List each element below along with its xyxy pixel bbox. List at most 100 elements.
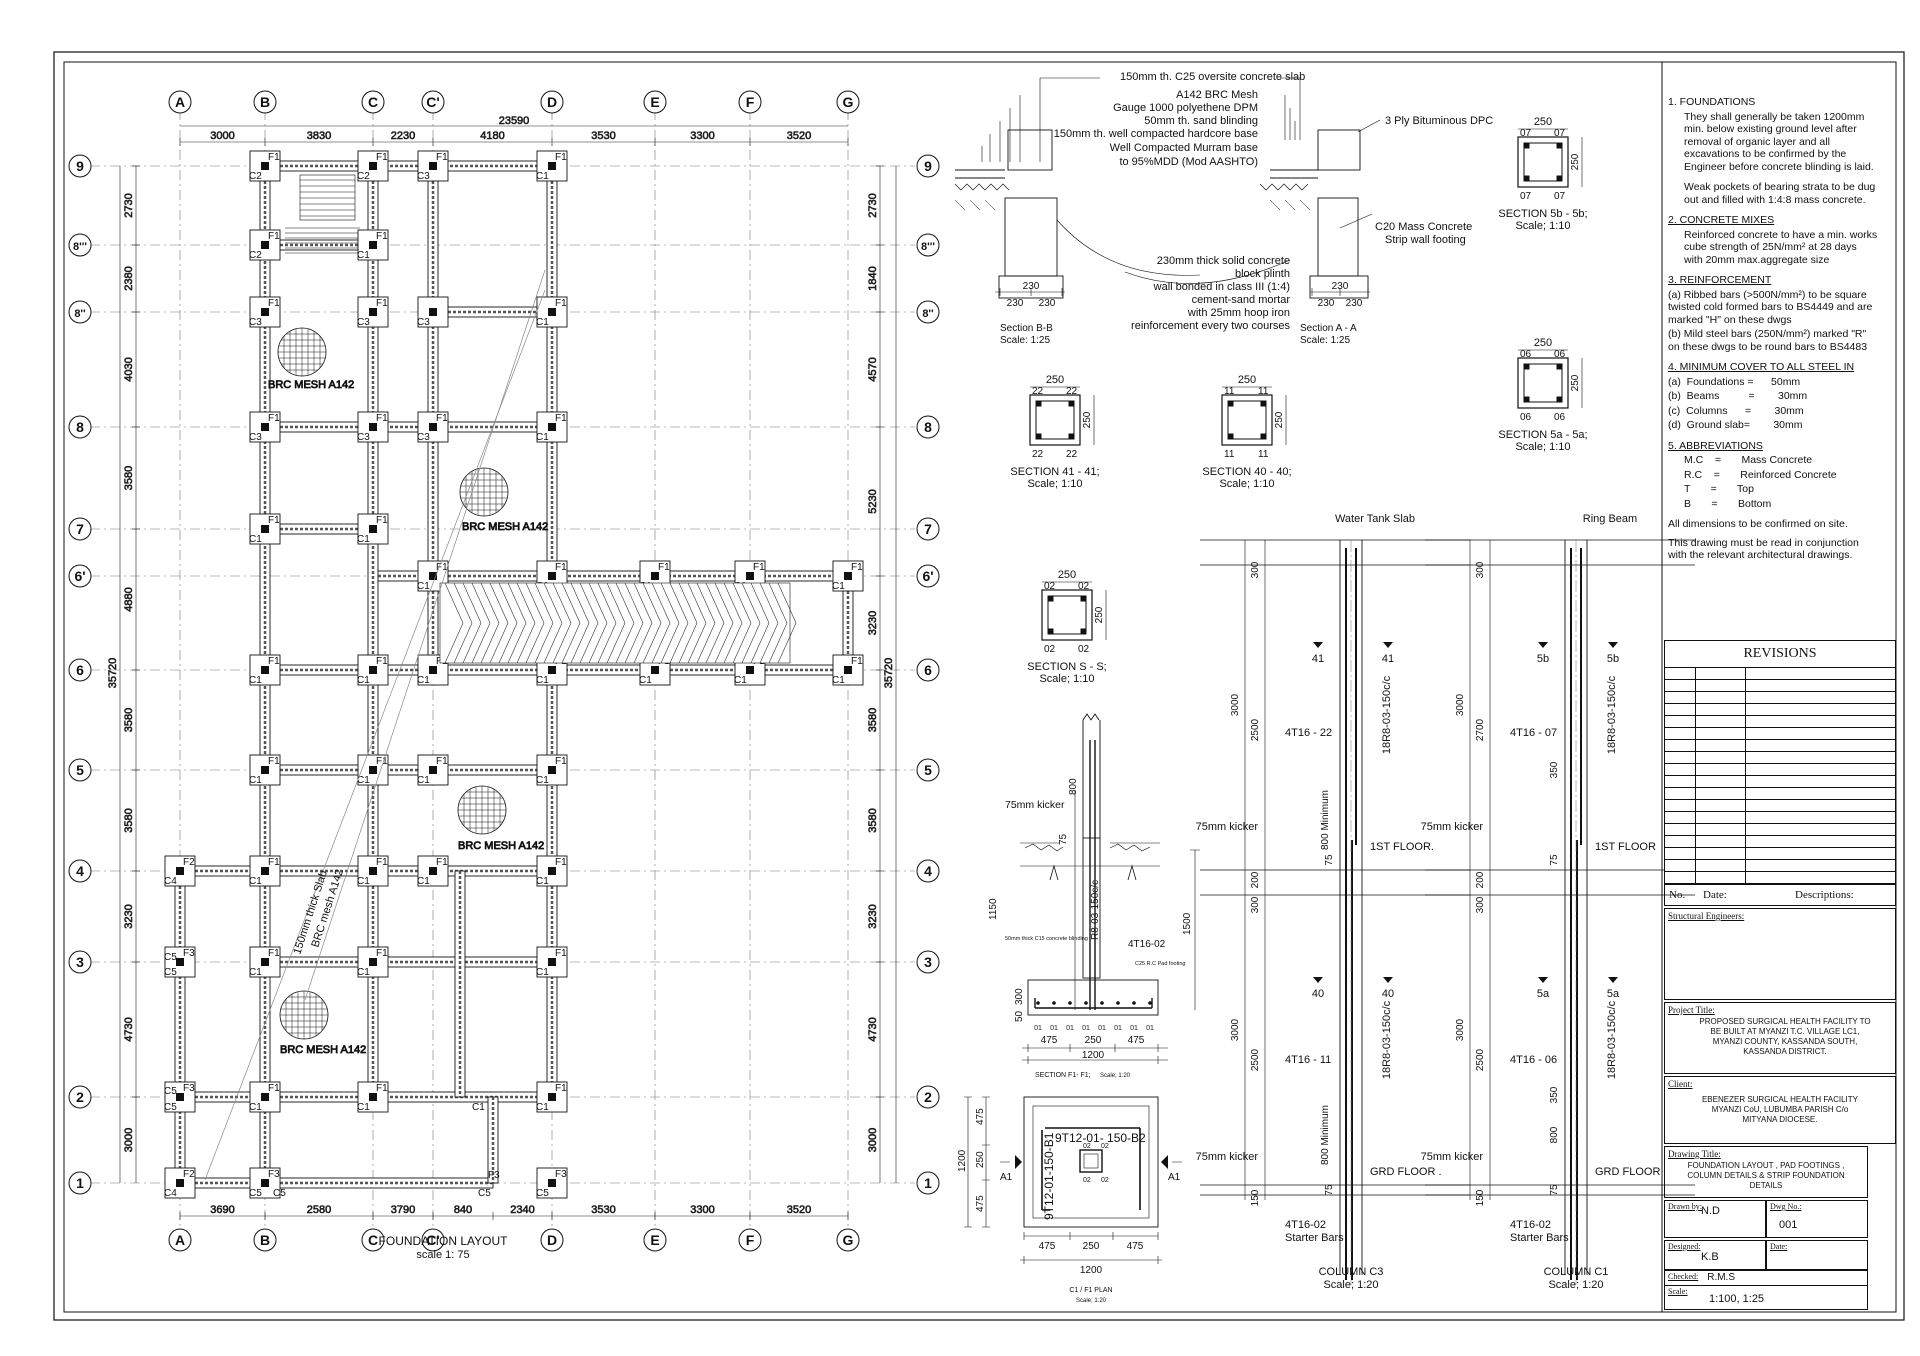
column-mark [548,666,556,674]
footing-mark: F1 [376,948,388,959]
grid-bubble [421,90,445,114]
column-mark-label: C5 [164,1086,177,1097]
drawing-title-label: Drawing Title: [1668,1149,1721,1159]
column-mark-label: C1 [832,675,845,686]
dim-text: 3830 [307,130,331,142]
note-text: R.C = Reinforced Concrete [1684,468,1837,481]
bar-callout: 4T16 - 11 [1285,1054,1331,1066]
client-box: Client: EBENEZER SURGICAL HEALTH FACILIT… [1664,1076,1896,1144]
strip-note: to 95%MDD (Mod AASHTO) [1119,156,1258,168]
column-mark [429,308,437,316]
dwg-no-box: Dwg No.: 001 [1766,1200,1868,1238]
blinding-note: 50mm thick C15 concrete blinding [1005,936,1088,942]
dim-text: 3000 [1230,1018,1241,1041]
grid-number: 4 [76,863,84,879]
bar-callout: 4T16 - 07 [1510,727,1557,739]
dim-text: 4730 [123,1017,135,1041]
column-mark [548,572,556,580]
dim-text: 5230 [867,489,879,513]
column-elevation: 3003000250020030030002500150757518R8-03-… [1196,513,1470,1291]
checked-label: Checked: [1668,1272,1699,1281]
column-mark-label: C4 [164,876,177,887]
designed-value: K.B [1701,1251,1719,1263]
section-arrow [1313,642,1323,648]
brc-mesh-symbol [459,467,509,517]
project-title: PROPOSED SURGICAL HEALTH FACILITY TO BE … [1699,1017,1871,1056]
footing-mark: F1 [851,562,863,573]
bar-mark: 01 [1066,1025,1074,1032]
column-mark [369,766,377,774]
dim-text: 300 [1475,896,1486,913]
footing-mark: F1 [851,656,863,667]
ramp-hatch [588,582,608,664]
link-outline [1523,363,1563,403]
column-mark [176,1093,184,1101]
designed-box: Designed: K.B [1664,1240,1766,1270]
note-text: (a) Ribbed bars (>500N/mm²) to be square… [1668,288,1873,326]
grid-number: 3 [924,954,932,970]
grid-letter: C' [426,94,439,110]
mesh-label: BRC MESH A142 [280,1044,366,1056]
column-mark-label: C1 [357,967,370,978]
grid-bubble [916,758,940,782]
grid-letter: C [368,1232,378,1248]
dim-text: 3230 [123,904,135,928]
section-marker: 40 [1312,988,1324,1000]
ramp-hatch [714,582,734,664]
bar [1524,364,1530,370]
column-mark [369,241,377,249]
dim-text: 200 [1250,871,1261,888]
column-mark-label: C1 [357,250,370,261]
floor-label: 1ST FLOOR. [1370,841,1434,853]
scale-box: Checked: R.M.S Scale: 1:100, 1:25 [1664,1270,1868,1310]
pad-footing-plan [964,1096,1182,1264]
bar-mark: 02 [1044,581,1056,592]
grid-bubble [916,517,940,541]
dim-text: 250 [1274,411,1285,428]
column-mark [651,666,659,674]
link-callout: R8-03-150c/c [1090,880,1101,940]
note-text: (b) Mild steel bars (250N/mm²) marked "R… [1668,328,1868,353]
footing-mark: F1 [555,857,567,868]
grid-number: 7 [924,521,932,537]
section-arrow [1383,642,1393,648]
bar-dot [1132,1001,1136,1005]
link-outline [1047,595,1087,635]
checked-value: R.M.S [1707,1272,1735,1283]
pad-footing-section [1020,713,1200,1064]
kicker-label: 75mm kicker [1196,821,1259,833]
dim-text: 2340 [510,1204,534,1216]
bar [1080,596,1086,602]
column-mark-label: C1 [417,775,430,786]
column-outline [1517,136,1569,188]
footing-mark: F1 [555,298,567,309]
grid-bubble [916,950,940,974]
strip-note: C20 Mass Concrete [1375,221,1472,233]
grid-bubble [916,658,940,682]
grid-letter: C [368,94,378,110]
dim-text: 3230 [867,904,879,928]
footing-mark: F1 [376,152,388,163]
grid-bubble [68,950,92,974]
dim-text: 2730 [867,193,879,217]
ramp-hatch [498,582,518,664]
column-mark [369,423,377,431]
footing-mark: F1 [555,152,567,163]
dim-text: 2500 [1475,1048,1486,1071]
strip-beam [487,1096,499,1184]
dim-text: 3000 [210,130,234,142]
ramp-hatch [444,582,464,664]
grid-bubble [68,517,92,541]
grid-bubble [738,1228,762,1252]
dim-text: 4730 [867,1017,879,1041]
floor-label: 1ST FLOOR [1595,841,1656,853]
dim-text: 3580 [123,708,135,732]
dim-text: 2580 [307,1204,331,1216]
plan-title: FOUNDATION LAYOUT [379,1234,509,1248]
